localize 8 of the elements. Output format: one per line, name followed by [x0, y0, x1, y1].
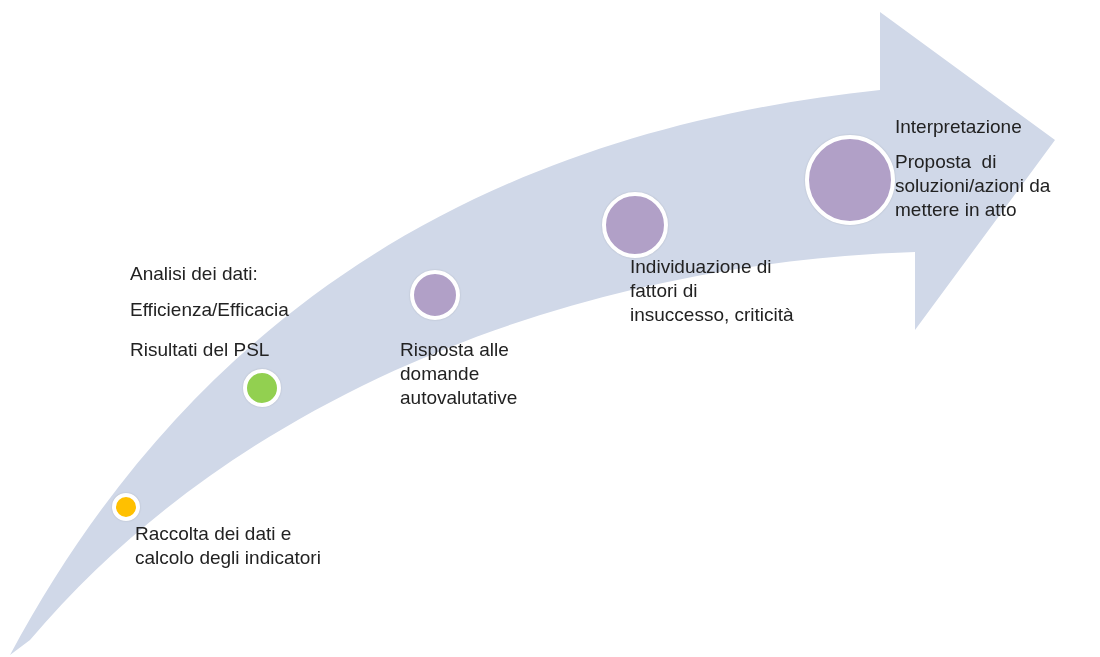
- step-label: Risultati del PSL: [130, 338, 271, 362]
- step-label: Risposta alle domande autovalutative: [400, 338, 519, 410]
- step-label: Proposta di soluzioni/azioni da mettere in atto: [895, 150, 1052, 222]
- step-heading: Interpretazione: [895, 115, 1023, 139]
- step-label: Raccolta dei dati e calcolo degli indicatori: [135, 522, 322, 570]
- step-label: Individuazione di fattori di insuccesso, criticità: [630, 255, 795, 327]
- step-label: Efficienza/Efficacia: [130, 298, 290, 322]
- step-heading: Analisi dei dati:: [130, 262, 259, 286]
